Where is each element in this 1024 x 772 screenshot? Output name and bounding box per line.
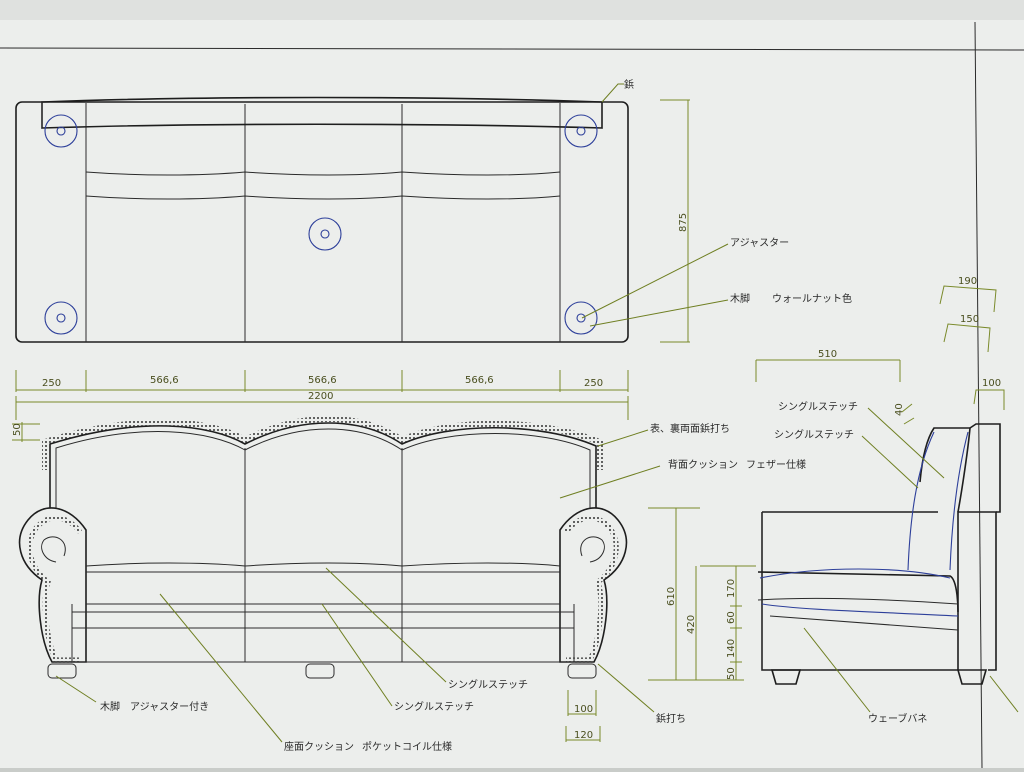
label-wood-leg-adjuster: 木脚 アジャスター付き <box>100 700 209 713</box>
label-back-cushion: 背面クッション <box>668 458 738 471</box>
dim-170: 170 <box>726 579 737 598</box>
width-dimensions: 250 566,6 566,6 566,6 250 2200 <box>15 370 629 420</box>
label-side-stitch-1: シングルステッチ <box>778 400 858 413</box>
adjuster-icon <box>44 114 598 335</box>
label-pocket-coil: ポケットコイル仕様 <box>362 740 452 753</box>
dim-seat-2: 566,6 <box>308 375 337 386</box>
label-walnut: ウォールナット色 <box>772 292 852 305</box>
front-view: 50 610 420 <box>12 416 806 753</box>
label-single-stitch-1: シングルステッチ <box>448 678 528 691</box>
dim-side-190: 190 <box>958 276 977 287</box>
dim-seat-3: 566,6 <box>465 375 494 386</box>
dim-140: 140 <box>726 639 737 658</box>
label-wood-leg: 木脚 <box>730 292 750 305</box>
label-feather: フェザー仕様 <box>746 458 806 471</box>
label-wave-spring: ウェーブバネ <box>868 712 927 725</box>
dim-side-40: 40 <box>894 403 905 416</box>
dim-leg-120: 120 <box>574 730 593 741</box>
label-side-stitch-2: シングルステッチ <box>774 428 854 441</box>
dim-depth: 875 <box>678 213 689 232</box>
label-rivet-hit: 鋲打ち <box>656 712 686 725</box>
label-adjuster: アジャスター <box>730 237 789 249</box>
label-seat-cushion: 座面クッション <box>284 740 354 753</box>
dim-arm-right: 250 <box>584 378 603 389</box>
dim-height: 610 <box>666 587 677 606</box>
dim-arm-left: 250 <box>42 378 61 389</box>
dim-seat-1: 566,6 <box>150 375 179 386</box>
side-view: 510 190 150 100 40 シングルステッチ シングルステッチ <box>755 276 1019 725</box>
label-rivet-both-sides: 表、裏両面鋲打ち <box>650 422 730 435</box>
dim-side-100: 100 <box>982 378 1001 389</box>
dim-leg-100: 100 <box>574 704 593 715</box>
dim-total: 2200 <box>308 391 333 402</box>
dim-side-150: 150 <box>960 314 979 325</box>
dim-seat-height: 420 <box>686 615 697 634</box>
label-single-stitch-2: シングルステッチ <box>394 700 474 713</box>
dim-side-510: 510 <box>818 349 837 360</box>
dim-top-50: 50 <box>12 423 23 436</box>
plan-view: 875 鋲 アジャスター 木脚 ウォールナット色 <box>15 78 852 343</box>
dim-50: 50 <box>726 667 737 680</box>
dim-60: 60 <box>726 611 737 624</box>
label-rivet: 鋲 <box>624 78 634 91</box>
